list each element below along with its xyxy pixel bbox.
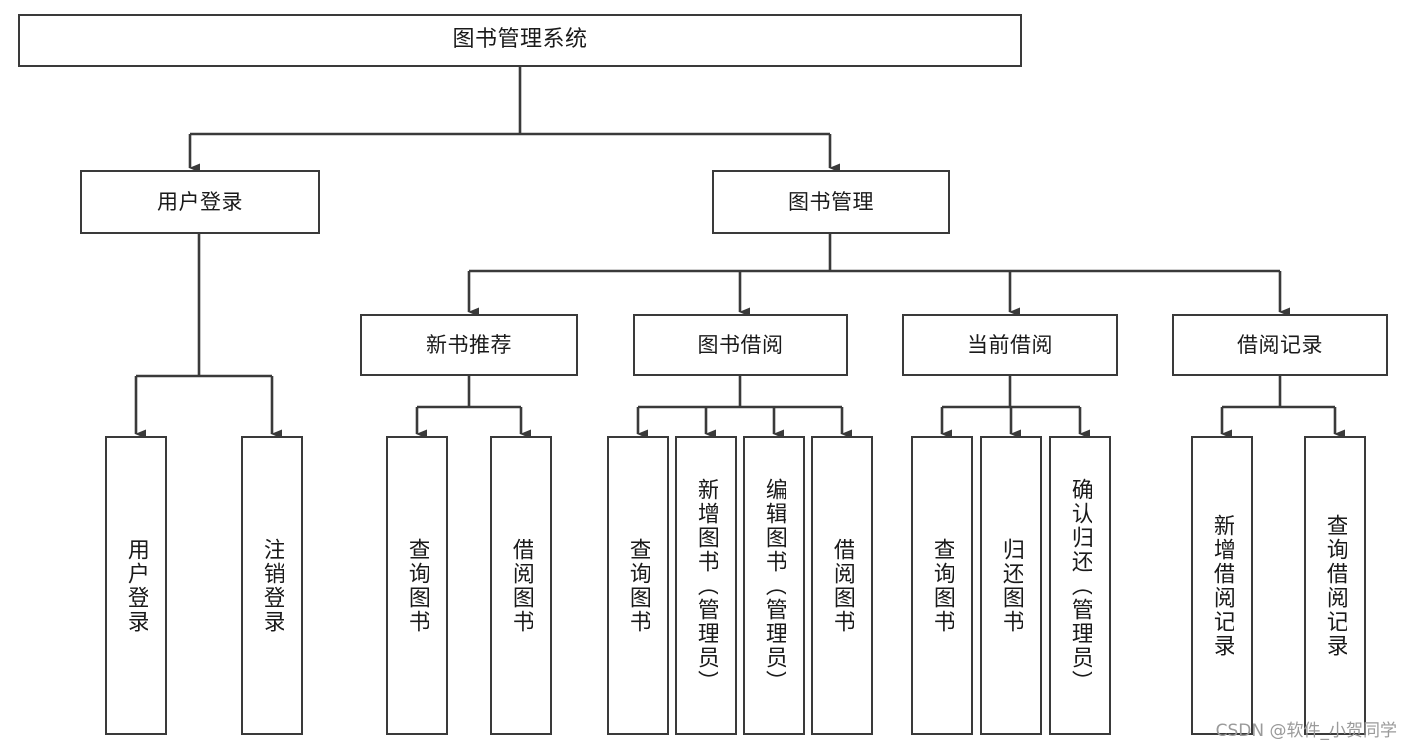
node-new-book-recommend[interactable]: 新书推荐 [360, 314, 578, 376]
node-borrow-record[interactable]: 借阅记录 [1172, 314, 1388, 376]
node-leaf-return-book-label: 归还图书 [999, 537, 1023, 634]
node-leaf-edit-book[interactable]: 编辑图书（管理员） [743, 436, 805, 735]
node-current-borrow-label: 当前借阅 [967, 332, 1053, 357]
node-book-manage-label: 图书管理 [788, 189, 874, 214]
node-book-borrow[interactable]: 图书借阅 [633, 314, 848, 376]
node-leaf-add-record[interactable]: 新增借阅记录 [1191, 436, 1253, 735]
node-user-login-label: 用户登录 [157, 189, 243, 214]
node-leaf-confirm-return-label: 确认归还（管理员） [1068, 477, 1092, 694]
node-leaf-user-login-label: 用户登录 [124, 537, 148, 634]
node-leaf-query-book-1-label: 查询图书 [405, 537, 429, 634]
csdn-watermark: CSDN @软件_小贺同学 [1215, 721, 1397, 741]
node-leaf-borrow-book-1[interactable]: 借阅图书 [490, 436, 552, 735]
node-leaf-edit-book-label: 编辑图书（管理员） [762, 477, 786, 694]
node-leaf-user-logout[interactable]: 注销登录 [241, 436, 303, 735]
node-leaf-user-login[interactable]: 用户登录 [105, 436, 167, 735]
node-leaf-add-book-label: 新增图书（管理员） [694, 477, 718, 694]
node-user-login[interactable]: 用户登录 [80, 170, 320, 234]
node-new-book-recommend-label: 新书推荐 [426, 332, 512, 357]
node-leaf-borrow-book-1-label: 借阅图书 [509, 537, 533, 634]
node-book-manage[interactable]: 图书管理 [712, 170, 950, 234]
node-current-borrow[interactable]: 当前借阅 [902, 314, 1118, 376]
node-leaf-add-book[interactable]: 新增图书（管理员） [675, 436, 737, 735]
node-leaf-query-book-3-label: 查询图书 [930, 537, 954, 634]
node-leaf-query-book-2-label: 查询图书 [626, 537, 650, 634]
node-root[interactable]: 图书管理系统 [18, 14, 1022, 67]
node-borrow-record-label: 借阅记录 [1237, 332, 1323, 357]
node-leaf-query-book-3[interactable]: 查询图书 [911, 436, 973, 735]
node-leaf-query-record[interactable]: 查询借阅记录 [1304, 436, 1366, 735]
node-leaf-query-book-2[interactable]: 查询图书 [607, 436, 669, 735]
node-leaf-confirm-return[interactable]: 确认归还（管理员） [1049, 436, 1111, 735]
node-leaf-add-record-label: 新增借阅记录 [1210, 513, 1234, 658]
node-leaf-user-logout-label: 注销登录 [260, 537, 284, 634]
node-leaf-borrow-book-2-label: 借阅图书 [830, 537, 854, 634]
node-root-label: 图书管理系统 [452, 27, 588, 53]
node-leaf-query-book-1[interactable]: 查询图书 [386, 436, 448, 735]
node-leaf-return-book[interactable]: 归还图书 [980, 436, 1042, 735]
node-leaf-query-record-label: 查询借阅记录 [1323, 513, 1347, 658]
node-book-borrow-label: 图书借阅 [697, 332, 784, 357]
node-leaf-borrow-book-2[interactable]: 借阅图书 [811, 436, 873, 735]
